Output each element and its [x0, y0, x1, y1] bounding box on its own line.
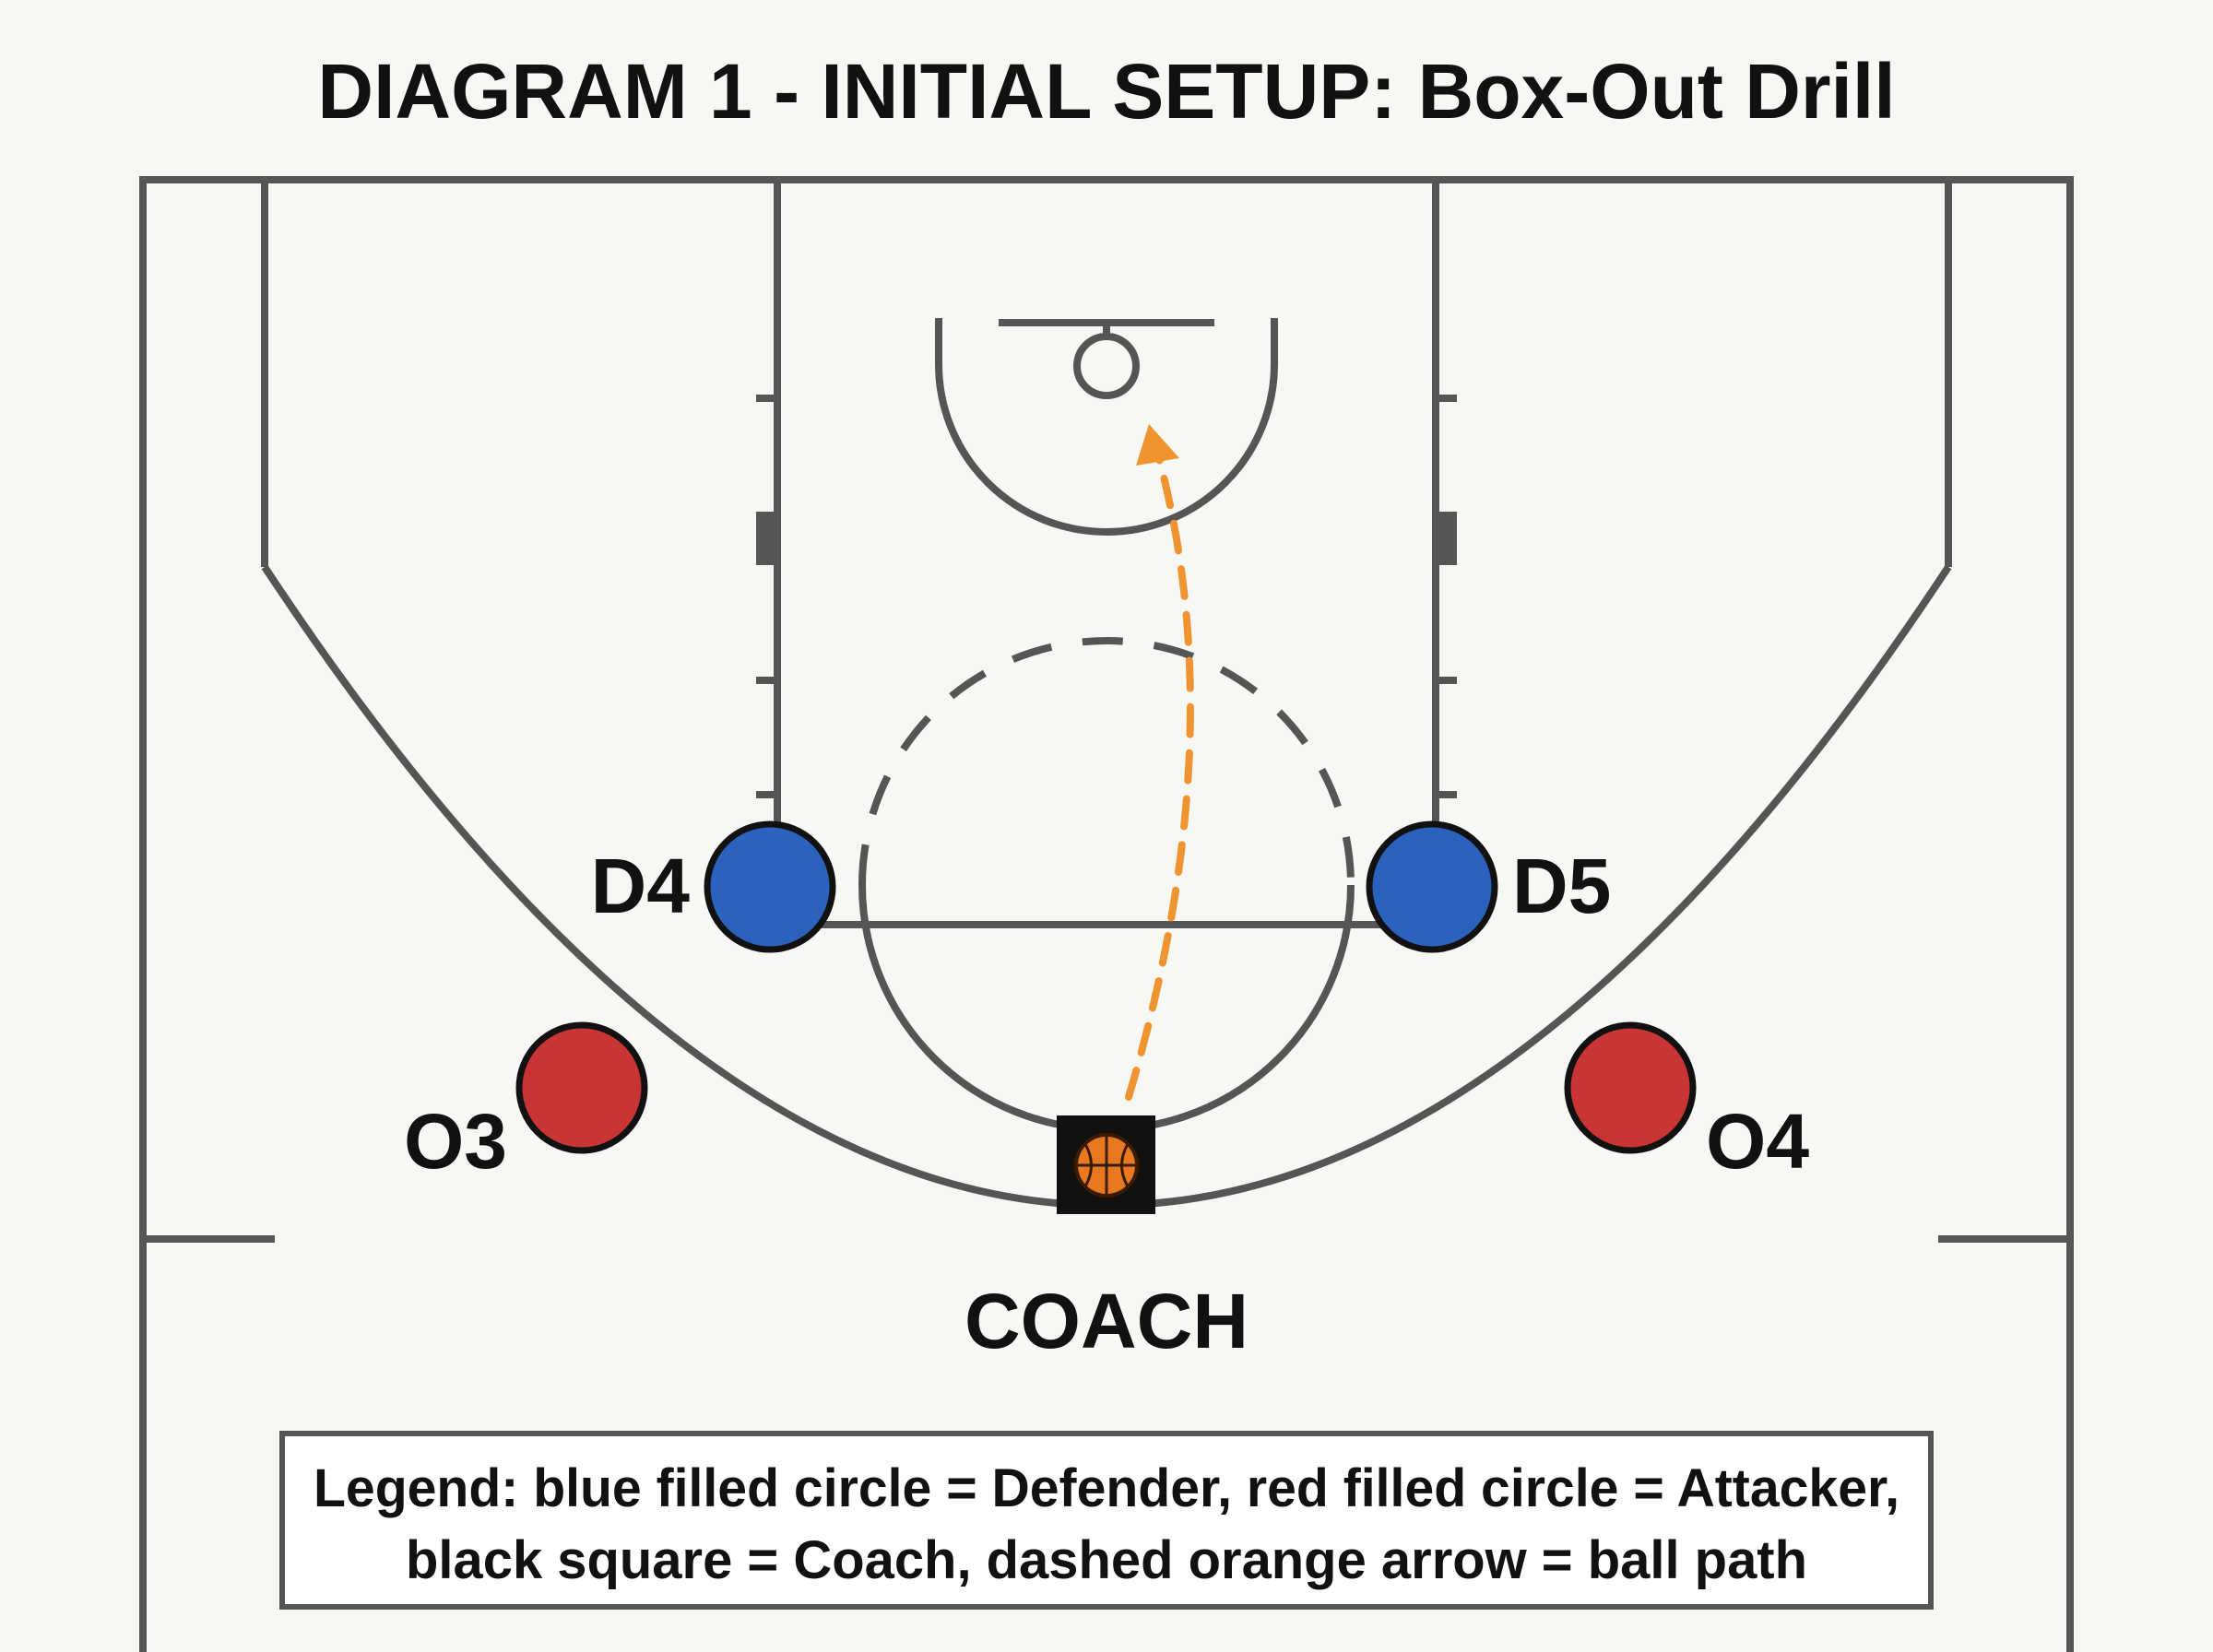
player-o3[interactable] [515, 1021, 648, 1154]
player-label-o3: O3 [404, 1098, 507, 1185]
legend-box [279, 1431, 1934, 1610]
ball-path [1125, 448, 1194, 1101]
lane-block-right [1436, 512, 1457, 565]
court-boundary [139, 176, 2074, 1652]
legend-line-2: black square = Coach, dashed orange arro… [406, 1530, 1807, 1590]
arrowhead-icon [1136, 424, 1179, 466]
player-d5[interactable] [1366, 820, 1498, 953]
player-d4[interactable] [704, 820, 836, 953]
coach-label: COACH [964, 1278, 1249, 1364]
player-label-d5: D5 [1512, 843, 1611, 929]
diagram-title: DIAGRAM 1 - INITIAL SETUP: Box-Out Drill [317, 48, 1895, 135]
three-point-arc [261, 564, 1952, 1210]
player-o4[interactable] [1564, 1021, 1697, 1154]
free-throw-circle-dashed [858, 637, 1355, 886]
rim [1073, 333, 1140, 399]
restricted-area-arc [935, 318, 1278, 536]
legend-line-1: Legend: blue filled circle = Defender, r… [314, 1458, 1899, 1518]
player-label-o4: O4 [1706, 1098, 1809, 1185]
player-label-d4: D4 [591, 843, 691, 929]
lane-block-left [756, 512, 777, 565]
basketball-icon [1074, 1133, 1139, 1198]
